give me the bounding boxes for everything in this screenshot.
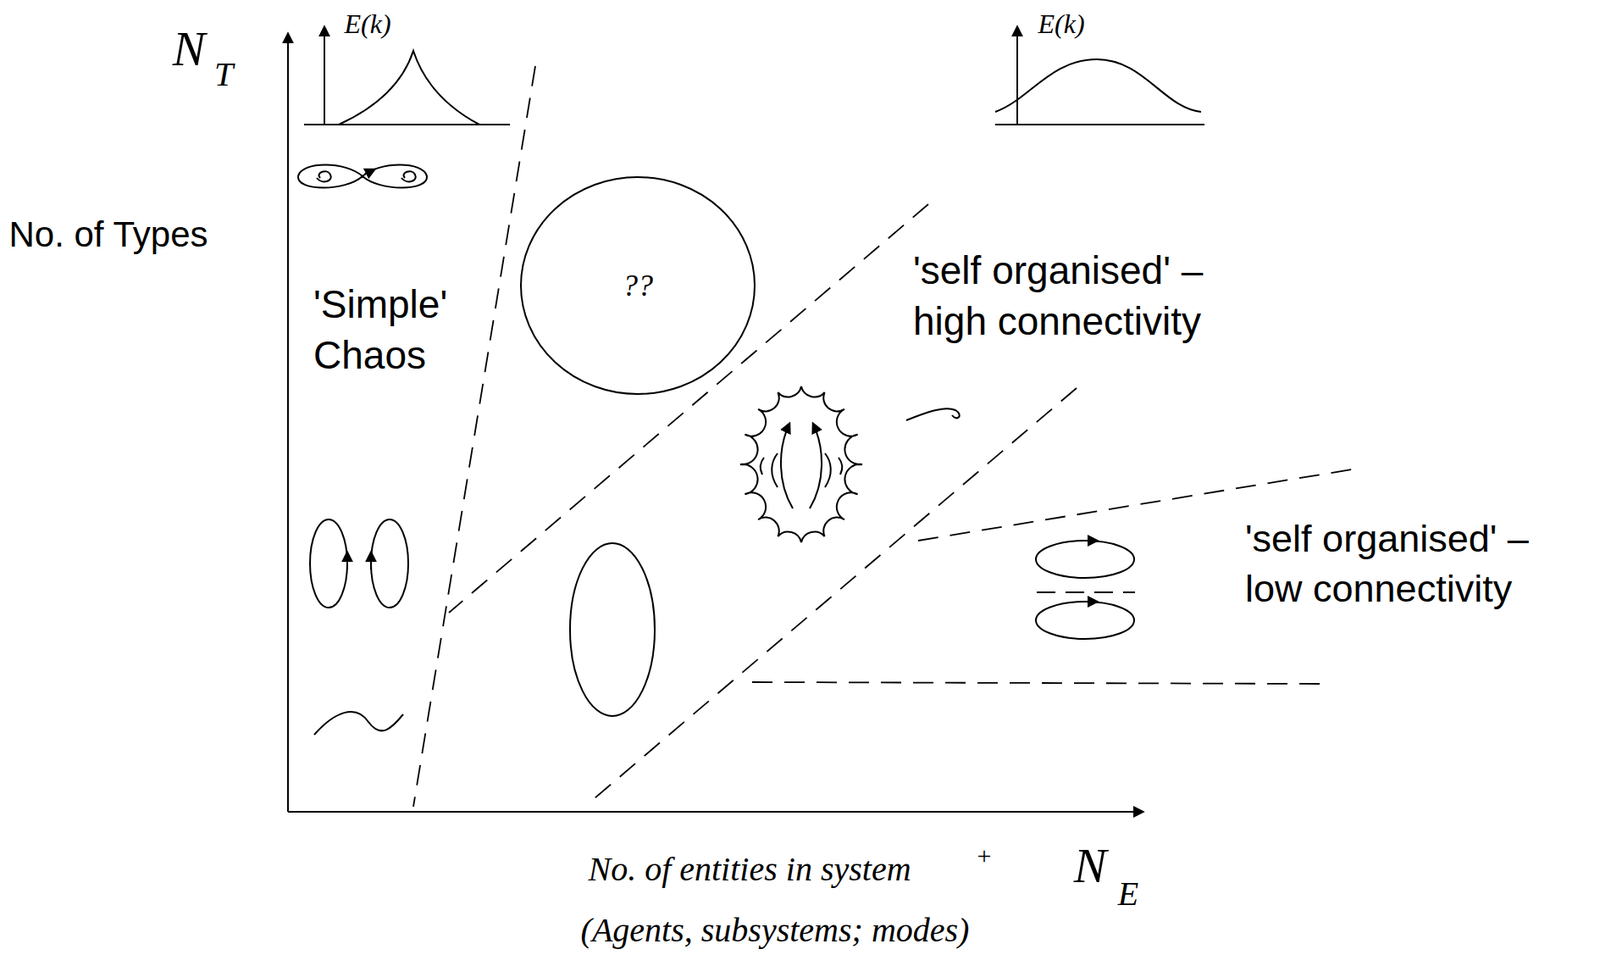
vortex-pair-symbol [310,519,409,608]
open-region-circle: ?? [519,175,757,396]
superscript-mark: + [977,840,992,871]
axis-symbol: N [172,19,206,79]
ellipse-symbol [570,542,655,716]
axis-symbol: N [1074,835,1108,896]
spectrum-inset-peaked [304,27,510,125]
axis-title: No. of Types [8,213,208,256]
wave-symbol [314,711,404,735]
y-axis [287,33,289,812]
inset-axis-label: E(k) [343,7,391,40]
turbulent-cloud-symbol [740,386,863,543]
region-boundaries [413,66,1352,807]
region-label: 'self organised' – low connectivity [1245,514,1595,614]
axis-title: No. of entities in system [587,848,911,890]
x-axis [287,810,1143,813]
node-text: ?? [622,267,654,304]
inset-axis-label: E(k) [1037,7,1085,40]
axis-subscript: T [214,54,233,95]
spectrum-inset-broad [995,27,1205,125]
axis-subscript: E [1118,873,1139,914]
region-label: 'Simple' Chaos [313,279,492,382]
region-label: 'self organised' – high connectivity [913,245,1286,348]
lorenz-attractor-symbol [298,165,427,189]
layered-vortex-symbol [1035,540,1135,639]
curl-symbol [906,408,960,421]
cloud-inner-flow [760,423,842,509]
axis-subtitle: (Agents, subsystems; modes) [581,909,970,951]
